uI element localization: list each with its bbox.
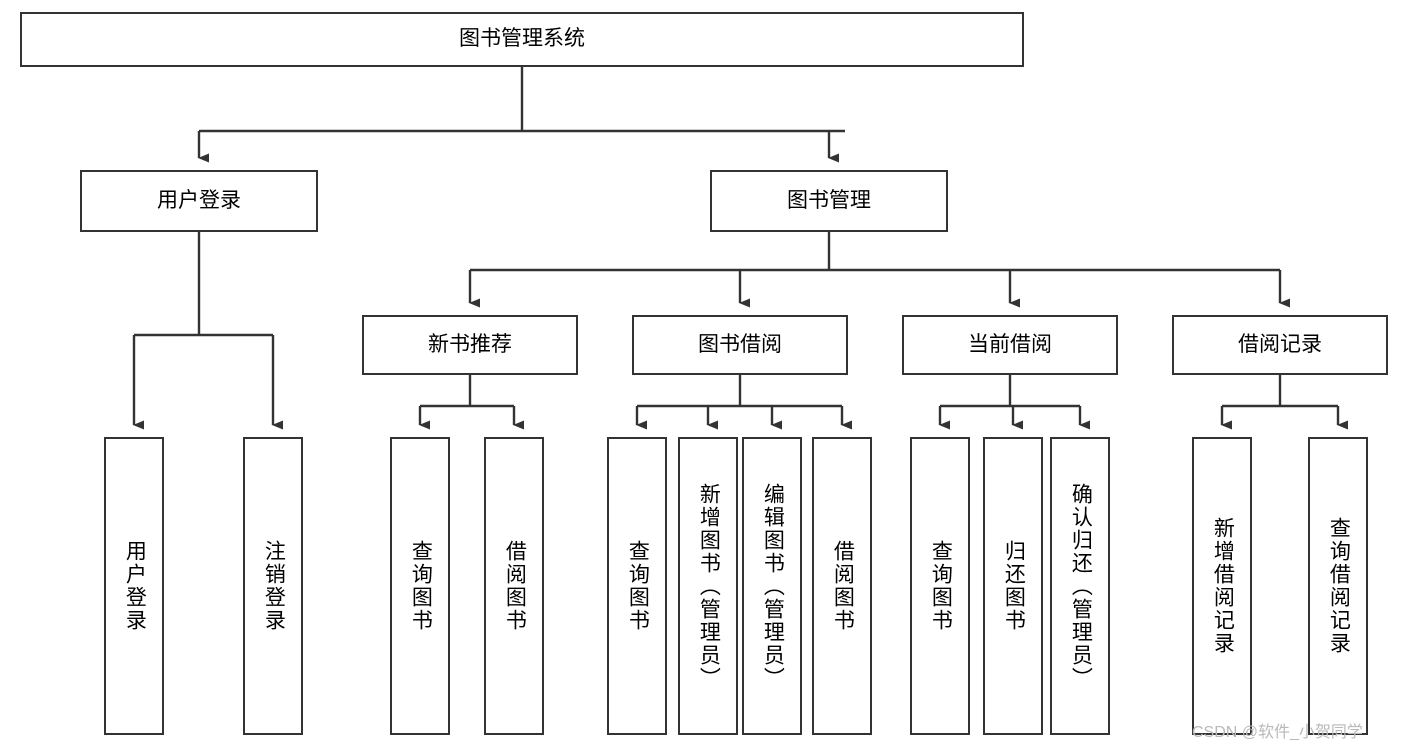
node-borrow-record[interactable]: 借阅记录 <box>1172 315 1388 375</box>
node-leaf-add-book-admin[interactable]: 新增图书（管理员） <box>678 437 738 735</box>
node-current-borrow-label: 当前借阅 <box>968 332 1052 356</box>
node-current-borrow[interactable]: 当前借阅 <box>902 315 1118 375</box>
node-root[interactable]: 图书管理系统 <box>20 12 1024 67</box>
node-user-login[interactable]: 用户登录 <box>80 170 318 232</box>
node-leaf-edit-book-admin[interactable]: 编辑图书（管理员） <box>742 437 802 735</box>
node-borrow-record-label: 借阅记录 <box>1238 332 1322 356</box>
node-leaf-return-book[interactable]: 归还图书 <box>983 437 1043 735</box>
node-leaf-return-book-label: 归还图书 <box>1002 540 1026 632</box>
node-leaf-logout[interactable]: 注销登录 <box>243 437 303 735</box>
node-book-borrow-label: 图书借阅 <box>698 332 782 356</box>
node-leaf-user-login-label: 用户登录 <box>123 540 147 632</box>
node-leaf-logout-label: 注销登录 <box>262 540 286 632</box>
node-root-label: 图书管理系统 <box>459 27 585 51</box>
node-leaf-borrow-book[interactable]: 借阅图书 <box>812 437 872 735</box>
node-leaf-query-book-recommend[interactable]: 查询图书 <box>390 437 450 735</box>
node-leaf-confirm-return-admin[interactable]: 确认归还（管理员） <box>1050 437 1110 735</box>
node-leaf-query-book-current[interactable]: 查询图书 <box>910 437 970 735</box>
node-leaf-query-book-borrow[interactable]: 查询图书 <box>607 437 667 735</box>
node-book-management[interactable]: 图书管理 <box>710 170 948 232</box>
node-new-book-recommend[interactable]: 新书推荐 <box>362 315 578 375</box>
node-leaf-edit-book-admin-label: 编辑图书（管理员） <box>761 482 785 690</box>
tree-connectors <box>132 67 1348 430</box>
node-leaf-query-borrow-record-label: 查询借阅记录 <box>1327 517 1351 655</box>
node-book-management-label: 图书管理 <box>787 188 871 212</box>
node-leaf-query-book-current-label: 查询图书 <box>929 540 953 632</box>
node-leaf-borrow-book-recommend-label: 借阅图书 <box>503 540 527 632</box>
node-leaf-query-borrow-record[interactable]: 查询借阅记录 <box>1308 437 1368 735</box>
node-leaf-borrow-book-recommend[interactable]: 借阅图书 <box>484 437 544 735</box>
node-book-borrow[interactable]: 图书借阅 <box>632 315 848 375</box>
node-leaf-confirm-return-admin-label: 确认归还（管理员） <box>1069 482 1093 690</box>
node-leaf-user-login[interactable]: 用户登录 <box>104 437 164 735</box>
node-leaf-add-borrow-record[interactable]: 新增借阅记录 <box>1192 437 1252 735</box>
node-leaf-query-book-borrow-label: 查询图书 <box>626 540 650 632</box>
node-user-login-label: 用户登录 <box>157 188 241 212</box>
node-leaf-add-borrow-record-label: 新增借阅记录 <box>1211 517 1235 655</box>
node-leaf-query-book-recommend-label: 查询图书 <box>409 540 433 632</box>
node-new-book-recommend-label: 新书推荐 <box>428 332 512 356</box>
node-leaf-borrow-book-label: 借阅图书 <box>831 540 855 632</box>
node-leaf-add-book-admin-label: 新增图书（管理员） <box>697 482 721 690</box>
